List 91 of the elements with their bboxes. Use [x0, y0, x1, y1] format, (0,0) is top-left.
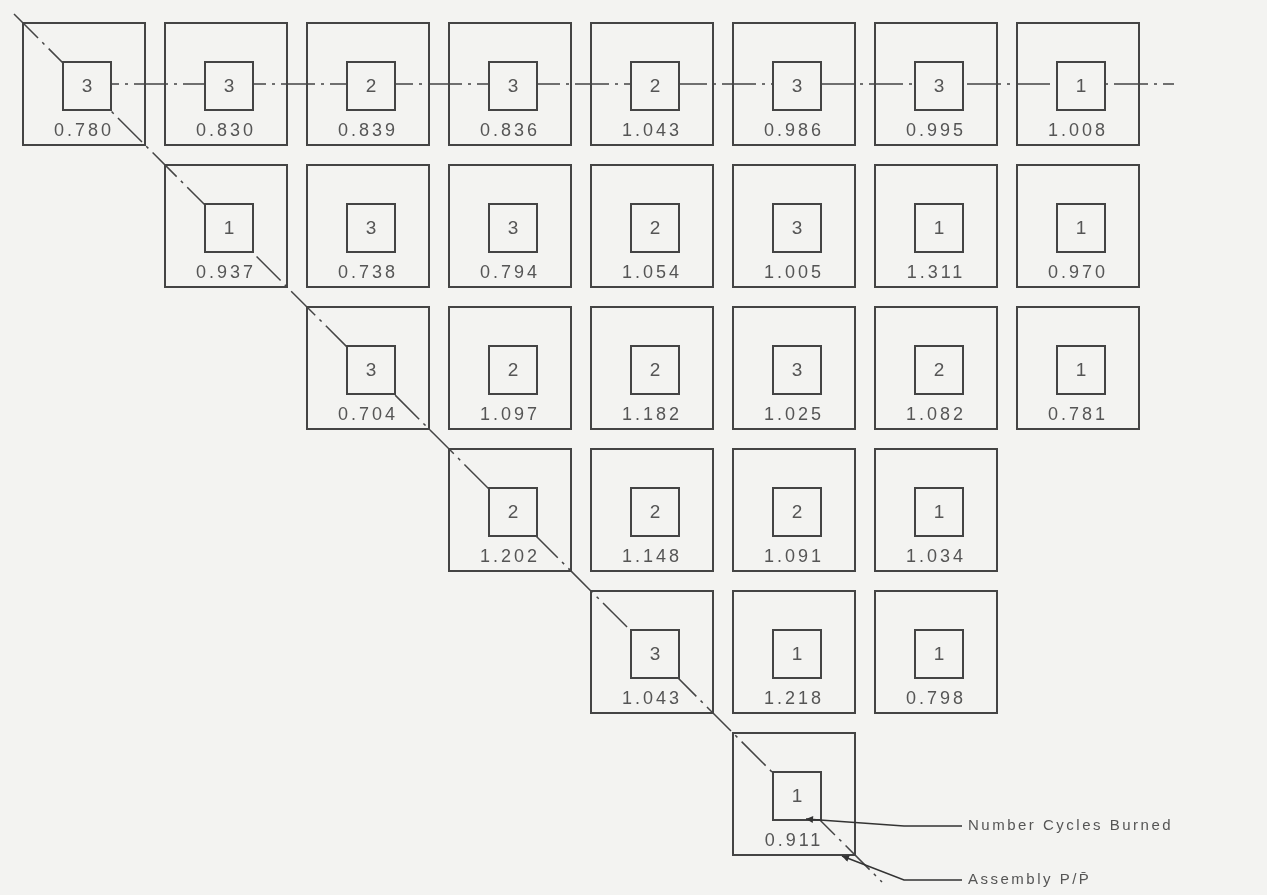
power-value: 1.311: [906, 262, 966, 283]
assembly-box: [306, 306, 430, 430]
power-value: 0.830: [195, 120, 256, 141]
assembly-box: [732, 164, 856, 288]
power-value: 0.995: [905, 120, 966, 141]
cycle-box: 3: [346, 345, 396, 395]
cycle-box: 3: [488, 61, 538, 111]
power-value: 0.781: [1047, 404, 1108, 425]
cycle-box: 1: [1056, 203, 1106, 253]
leader-line: [805, 816, 963, 827]
assembly-box: [732, 590, 856, 714]
cycle-box: 3: [204, 61, 254, 111]
assembly-box: [732, 448, 856, 572]
cycle-box: 2: [488, 345, 538, 395]
cycle-box: 3: [772, 61, 822, 111]
assembly-box: [448, 306, 572, 430]
power-value: 0.836: [479, 120, 540, 141]
assembly-box: [874, 590, 998, 714]
cycle-box: 1: [772, 629, 822, 679]
cycle-box: 1: [914, 203, 964, 253]
cycle-box: 3: [772, 345, 822, 395]
power-value: 1.043: [621, 688, 682, 709]
cycle-box: 2: [772, 487, 822, 537]
power-value: 1.218: [763, 688, 824, 709]
cycle-box: 2: [914, 345, 964, 395]
cycle-box: 2: [630, 487, 680, 537]
cycle-box: 3: [914, 61, 964, 111]
cycle-box: 3: [488, 203, 538, 253]
cycle-box: 2: [630, 61, 680, 111]
power-value: 0.937: [195, 262, 256, 283]
power-value: 1.008: [1047, 120, 1108, 141]
power-value: 0.970: [1047, 262, 1108, 283]
assembly-box: [874, 448, 998, 572]
power-value: 0.704: [337, 404, 398, 425]
assembly-box: [732, 732, 856, 856]
cycle-box: 2: [630, 203, 680, 253]
assembly-box: [1016, 164, 1140, 288]
power-value: 1.054: [621, 262, 682, 283]
assembly-box: [1016, 22, 1140, 146]
callout-label: Number Cycles Burned: [968, 816, 1174, 833]
assembly-box: [22, 22, 146, 146]
assembly-box: [1016, 306, 1140, 430]
assembly-box: [306, 22, 430, 146]
cycle-box: 3: [630, 629, 680, 679]
assembly-box: [874, 306, 998, 430]
assembly-box: [732, 22, 856, 146]
cycle-box: 3: [62, 61, 112, 111]
leader-line: [841, 855, 963, 881]
power-value: 1.091: [763, 546, 824, 567]
power-value: 0.798: [905, 688, 966, 709]
assembly-box: [306, 164, 430, 288]
power-value: 0.986: [763, 120, 824, 141]
cycle-box: 3: [346, 203, 396, 253]
assembly-box: [874, 164, 998, 288]
assembly-box: [448, 22, 572, 146]
cycle-box: 1: [1056, 345, 1106, 395]
power-value: 1.025: [763, 404, 824, 425]
power-value: 1.097: [479, 404, 540, 425]
callout-label: Assembly P/P̄: [968, 870, 1092, 887]
assembly-box: [590, 448, 714, 572]
power-value: 1.034: [905, 546, 966, 567]
power-value: 1.005: [763, 262, 824, 283]
cycle-box: 1: [772, 771, 822, 821]
power-value: 1.043: [621, 120, 682, 141]
cycle-box: 2: [630, 345, 680, 395]
assembly-box: [874, 22, 998, 146]
assembly-box: [164, 164, 288, 288]
assembly-box: [732, 306, 856, 430]
cycle-box: 2: [488, 487, 538, 537]
cycle-box: 1: [204, 203, 254, 253]
assembly-box: [448, 448, 572, 572]
cycle-box: 1: [914, 487, 964, 537]
power-value: 0.738: [337, 262, 398, 283]
assembly-box: [590, 164, 714, 288]
power-value: 1.202: [479, 546, 540, 567]
power-value: 1.082: [905, 404, 966, 425]
assembly-box: [448, 164, 572, 288]
cycle-box: 3: [772, 203, 822, 253]
assembly-box: [590, 590, 714, 714]
cycle-box: 1: [1056, 61, 1106, 111]
power-value: 0.794: [479, 262, 540, 283]
power-value: 1.148: [621, 546, 682, 567]
power-value: 0.780: [53, 120, 114, 141]
cycle-box: 1: [914, 629, 964, 679]
assembly-box: [164, 22, 288, 146]
power-value: 1.182: [621, 404, 682, 425]
power-value: 0.911: [764, 830, 824, 851]
cycle-box: 2: [346, 61, 396, 111]
power-value: 0.839: [337, 120, 398, 141]
assembly-box: [590, 306, 714, 430]
assembly-box: [590, 22, 714, 146]
